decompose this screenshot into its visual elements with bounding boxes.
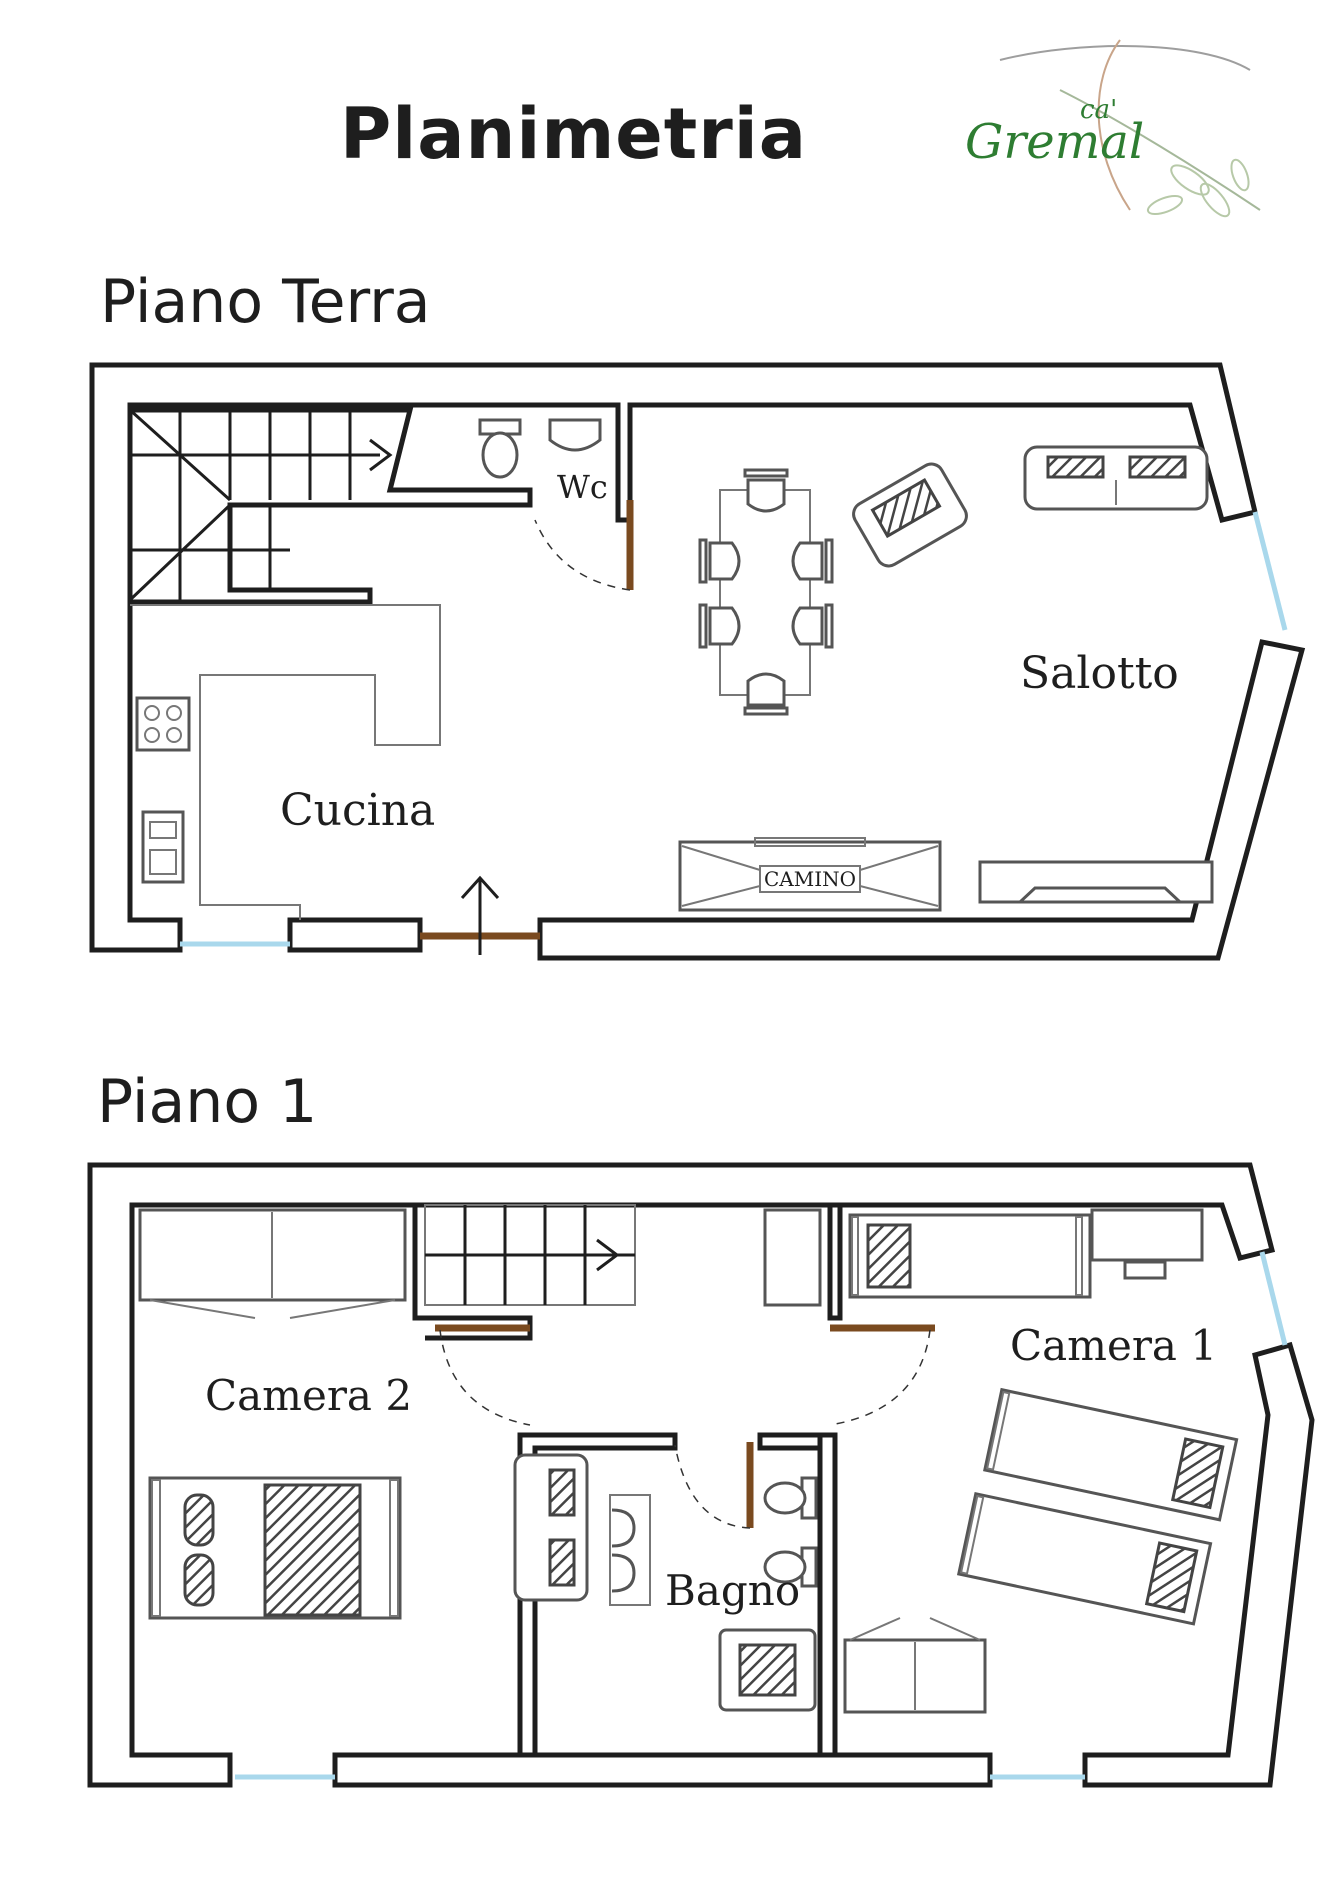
sink bbox=[611, 1508, 636, 1548]
single-bed-top bbox=[848, 1213, 1092, 1299]
single-bed bbox=[956, 1491, 1213, 1626]
wardrobe-camera1 bbox=[843, 1617, 987, 1714]
room-label-wc: Wc bbox=[557, 468, 608, 506]
first-interior-wall-stair bbox=[412, 1205, 533, 1341]
wc-sink bbox=[548, 418, 602, 452]
desk bbox=[1090, 1208, 1204, 1280]
toilet-bowl bbox=[481, 431, 519, 479]
floor-title-ground: Piano Terra bbox=[100, 267, 431, 337]
stove-icon bbox=[135, 696, 191, 752]
bidet bbox=[763, 1546, 818, 1588]
olive-branch-icon bbox=[999, 39, 1261, 218]
ground-outer-wall-right bbox=[537, 639, 1306, 961]
first-outer-wall-bottom bbox=[332, 1752, 993, 1788]
logo-line2: Gremal bbox=[965, 114, 1144, 170]
room-label-camera1: Camera 1 bbox=[1010, 1321, 1217, 1370]
wardrobe-camera2 bbox=[138, 1208, 407, 1319]
fireplace: CAMINO bbox=[678, 837, 942, 912]
shower bbox=[718, 1628, 817, 1712]
first-interior-wall-bath bbox=[517, 1432, 678, 1758]
entrance-arrow-head bbox=[460, 875, 500, 900]
fireplace-label: CAMINO bbox=[764, 867, 856, 891]
dining-table bbox=[698, 468, 834, 716]
pillow bbox=[183, 1493, 215, 1547]
ground-window-right bbox=[1252, 511, 1288, 631]
first-interior-wall-bath-right bbox=[817, 1432, 838, 1758]
dining-table-top bbox=[719, 489, 811, 696]
ground-wc-fixtures bbox=[478, 418, 634, 591]
sofa-bed-camera2 bbox=[513, 1453, 589, 1602]
kitchen-counters bbox=[130, 604, 441, 920]
camera2-door-swing bbox=[439, 1329, 531, 1426]
double-bed bbox=[148, 1476, 402, 1620]
room-label-salotto: Salotto bbox=[1020, 648, 1179, 699]
ground-outer-wall bbox=[89, 362, 1259, 953]
first-floor-plan: Camera 2 Bagno bbox=[87, 1162, 1315, 1788]
bagno-door-swing bbox=[674, 1444, 751, 1529]
room-label-camera2: Camera 2 bbox=[205, 1371, 412, 1420]
double-vanity bbox=[609, 1494, 651, 1606]
pillow bbox=[183, 1553, 215, 1607]
dining-chair bbox=[743, 672, 789, 716]
dining-chair bbox=[698, 538, 741, 584]
tv-stand bbox=[978, 860, 1214, 904]
sofa-armchair bbox=[852, 462, 968, 568]
room-label-bagno: Bagno bbox=[665, 1566, 800, 1615]
first-staircase bbox=[424, 1204, 636, 1306]
logo-line1: ca' bbox=[1080, 95, 1117, 125]
dining-chair bbox=[743, 468, 789, 513]
ground-floor-plan: Wc Cucina bbox=[89, 362, 1306, 961]
dining-chair bbox=[791, 538, 834, 584]
wardrobe-hall bbox=[763, 1208, 822, 1307]
bathroom-fixtures bbox=[609, 1476, 818, 1712]
first-outer-wall bbox=[87, 1162, 1276, 1788]
room-label-cucina: Cucina bbox=[280, 785, 435, 836]
first-interior-wall-bath-top bbox=[757, 1432, 823, 1451]
ground-outer-wall-bottom bbox=[287, 917, 423, 953]
single-bed bbox=[983, 1387, 1239, 1522]
brand-logo: ca' Gremal bbox=[965, 39, 1261, 218]
ground-staircase bbox=[128, 407, 533, 605]
camera1-door-swing bbox=[829, 1329, 931, 1426]
toilet bbox=[763, 1476, 818, 1520]
dining-chair bbox=[791, 603, 834, 649]
floor-title-first: Piano 1 bbox=[97, 1067, 317, 1137]
first-window-right bbox=[1259, 1251, 1288, 1346]
page-title: Planimetria bbox=[340, 93, 807, 175]
first-outer-wall-right bbox=[1082, 1341, 1315, 1788]
first-interior-wall-camera1 bbox=[827, 1205, 843, 1321]
sink bbox=[611, 1553, 636, 1593]
desk-chair bbox=[1123, 1260, 1167, 1280]
sofa bbox=[1023, 445, 1209, 511]
dining-chair bbox=[698, 603, 741, 649]
wc-door-swing bbox=[534, 519, 631, 591]
